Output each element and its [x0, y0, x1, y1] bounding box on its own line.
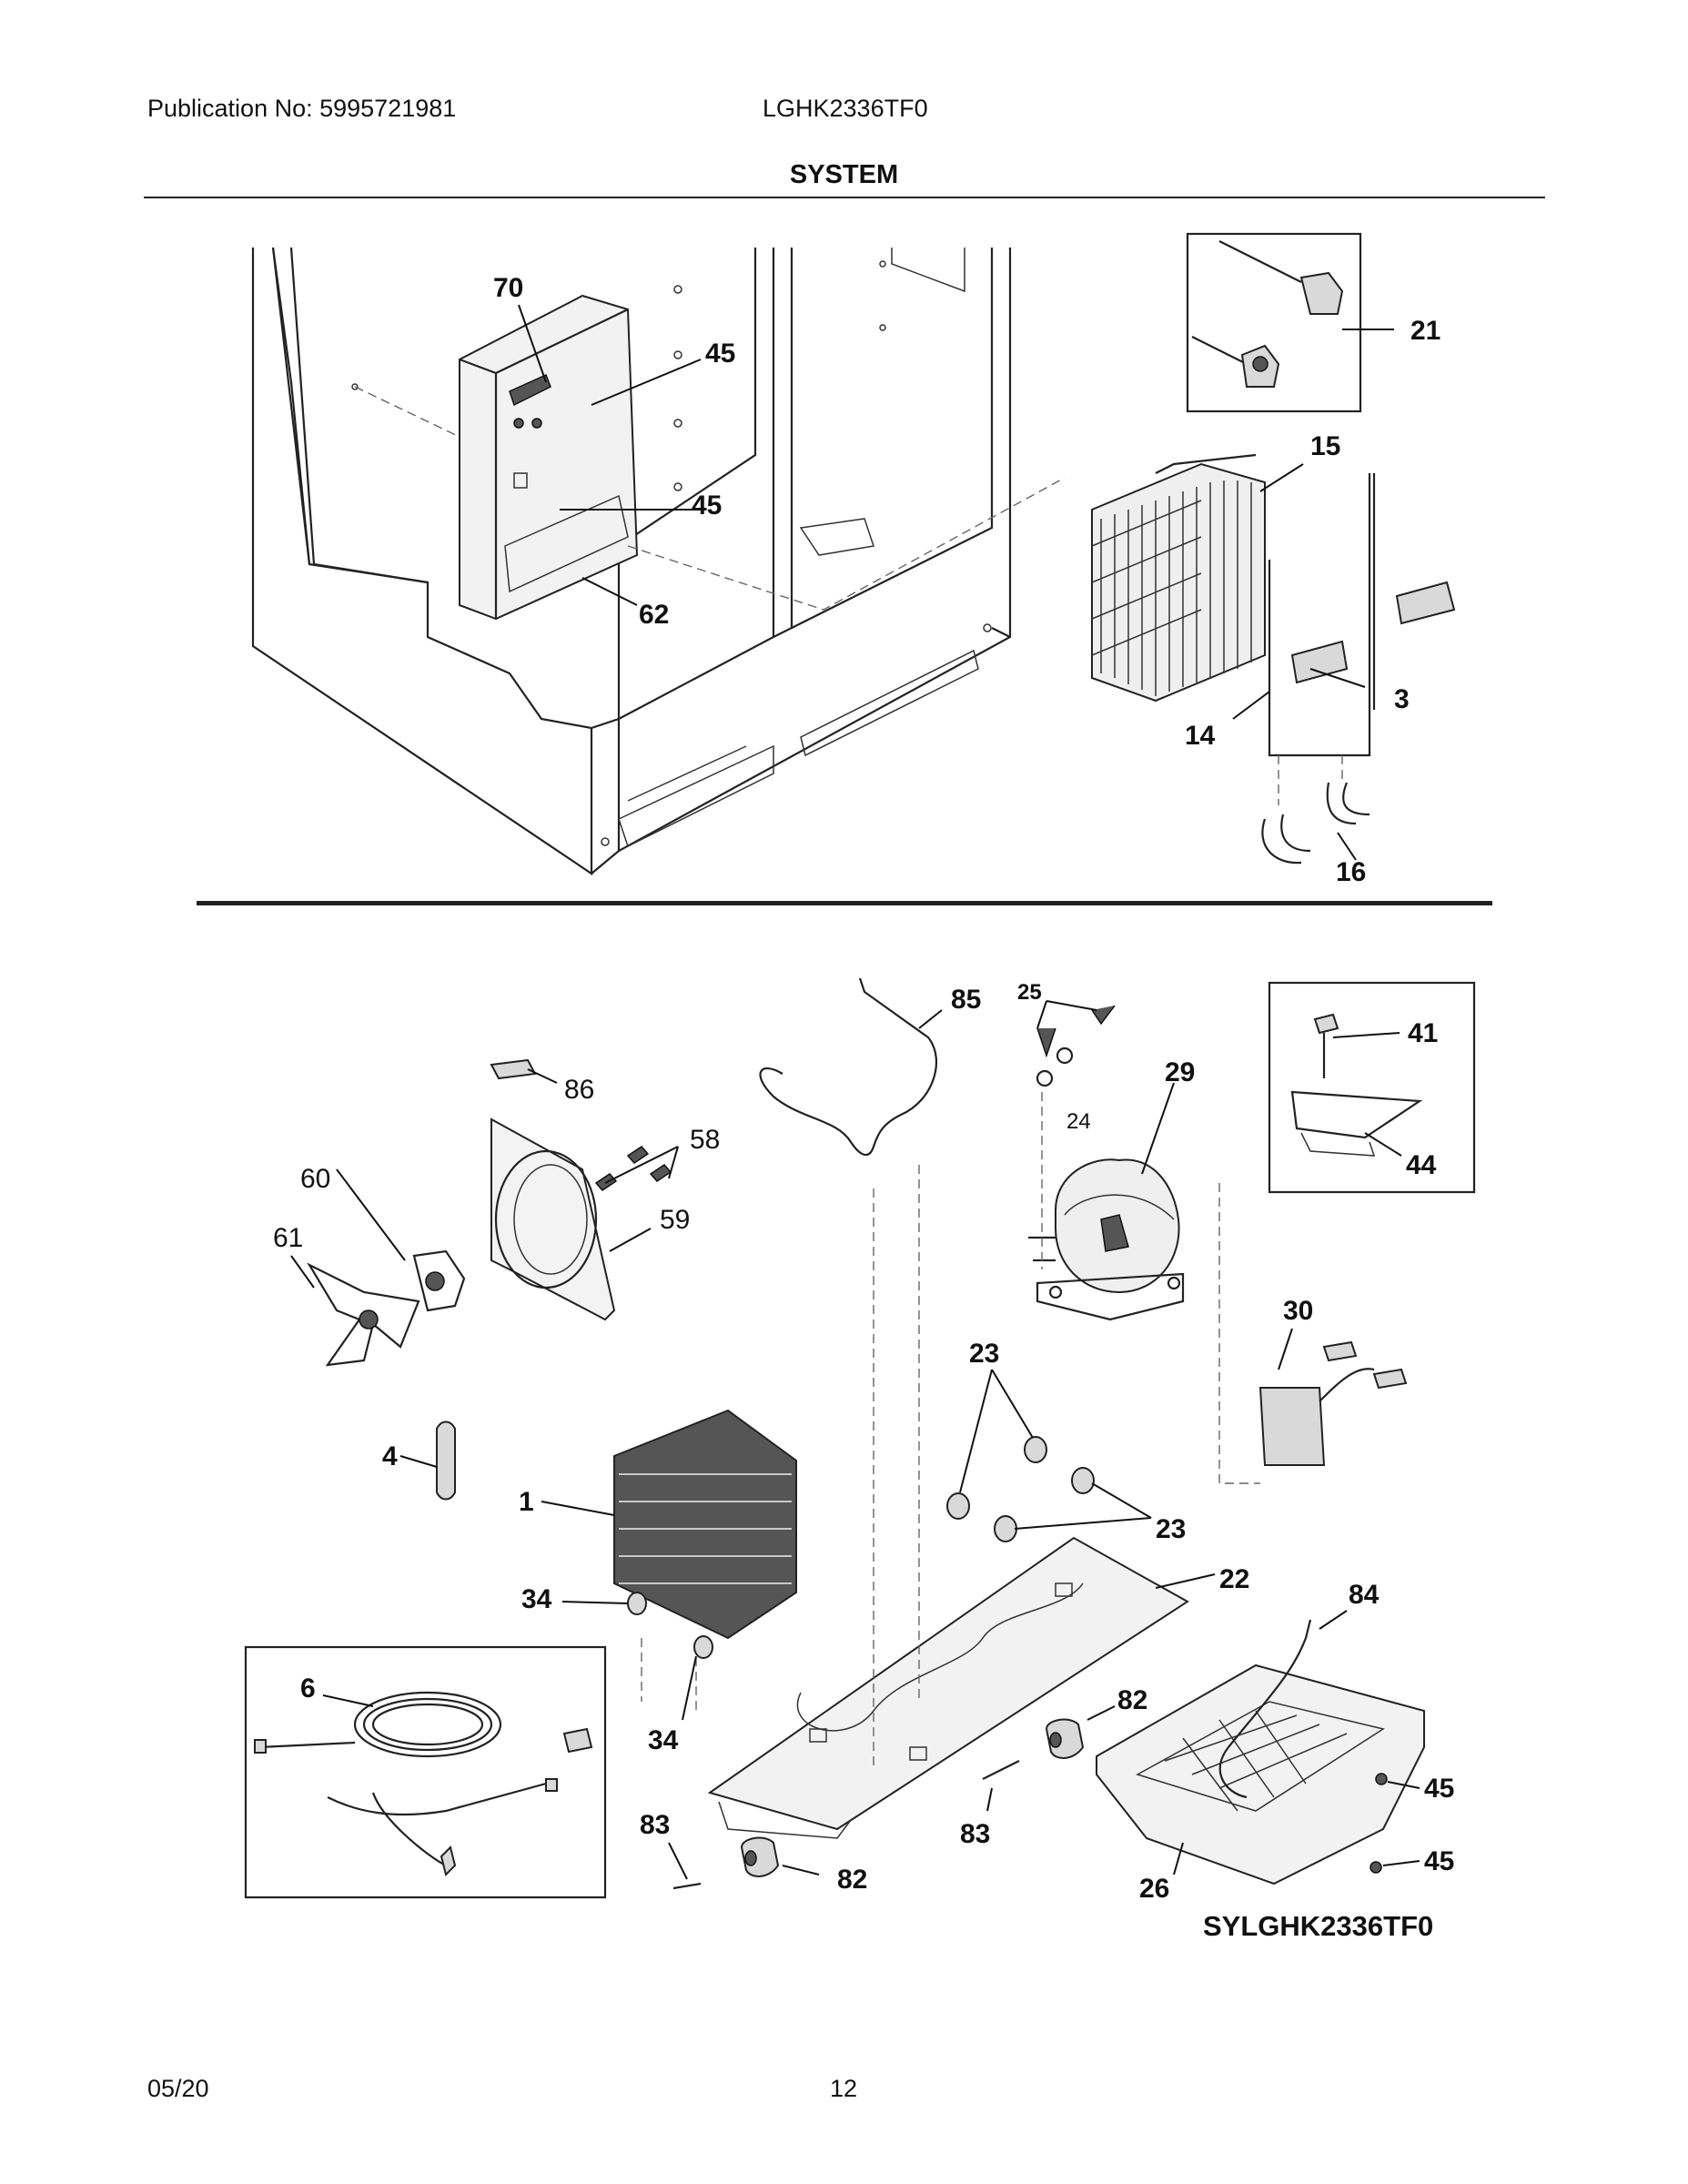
callout-label: 83 [960, 1819, 990, 1849]
callout-label: 34 [648, 1725, 679, 1755]
callout-label: 45 [1424, 1774, 1454, 1804]
callout-label: 62 [639, 600, 669, 630]
condenser-fan-assembly [290, 1058, 679, 1367]
callout-label: 16 [1336, 857, 1366, 887]
feet-and-screws [668, 1705, 1116, 1890]
callout-label: 70 [493, 273, 523, 303]
callout-label: 45 [1424, 1846, 1454, 1876]
callout-label: 85 [951, 985, 981, 1015]
callout-label: 14 [1185, 721, 1216, 751]
callout-label: 59 [660, 1205, 690, 1235]
publication-number: Publication No: 5995721981 [147, 95, 457, 122]
callout-label: 60 [300, 1164, 330, 1194]
inset-part-6 [244, 1645, 607, 1899]
callout-labels: 70 45 45 62 21 15 3 14 16 85 25 24 29 41… [273, 273, 1454, 1942]
page-number: 12 [830, 2075, 858, 2102]
callout-label: 61 [273, 1223, 303, 1253]
grommets-34 [561, 1592, 713, 1721]
drain-pan [1096, 1610, 1425, 1886]
condenser-coil [541, 1409, 797, 1711]
callout-label: 6 [300, 1673, 316, 1704]
inset-parts-41-44 [1268, 981, 1476, 1194]
callout-label: 58 [690, 1125, 720, 1155]
wire-85 [759, 977, 943, 1157]
callout-label: 29 [1165, 1057, 1195, 1087]
callout-label: 45 [705, 339, 735, 369]
cabinet-drawing [251, 247, 1066, 876]
heater-assembly [1091, 453, 1456, 864]
compressor [1028, 1082, 1185, 1321]
callout-label: 82 [837, 1865, 867, 1895]
grommets-23 [946, 1369, 1152, 1542]
callout-label: 3 [1394, 684, 1410, 714]
clips-25-24 [1036, 1000, 1116, 1087]
inset-part-21 [1186, 232, 1394, 413]
callout-label: 23 [969, 1339, 999, 1369]
callout-label: 1 [519, 1487, 534, 1517]
publication-date: 05/20 [147, 2075, 209, 2102]
callout-label: 30 [1283, 1296, 1313, 1326]
callout-label: 82 [1117, 1685, 1147, 1715]
callout-label: 25 [1017, 980, 1042, 1005]
header-rule [144, 197, 1545, 198]
callout-label: 41 [1408, 1018, 1438, 1048]
diagram-code: SYLGHK2336TF0 [1203, 1910, 1433, 1942]
section-title: SYSTEM [789, 160, 899, 189]
callout-label: 44 [1406, 1150, 1437, 1180]
drier-4 [399, 1421, 456, 1501]
callout-label: 23 [1156, 1514, 1186, 1544]
callout-label: 15 [1310, 431, 1340, 461]
section-divider [197, 901, 1492, 905]
callout-label: 86 [564, 1075, 594, 1105]
callout-label: 45 [692, 490, 722, 521]
callout-label: 84 [1349, 1580, 1380, 1610]
base-plate [707, 1165, 1216, 1839]
callout-label: 4 [382, 1441, 398, 1471]
callout-label: 22 [1219, 1564, 1249, 1594]
relay-overload-30 [1218, 1183, 1408, 1484]
model-number: LGHK2336TF0 [763, 95, 928, 122]
callout-label: 34 [521, 1584, 552, 1614]
callout-label: 21 [1410, 316, 1440, 346]
callout-label: 24 [1066, 1109, 1091, 1134]
callout-label: 83 [640, 1810, 670, 1840]
callout-label: 26 [1139, 1874, 1169, 1904]
